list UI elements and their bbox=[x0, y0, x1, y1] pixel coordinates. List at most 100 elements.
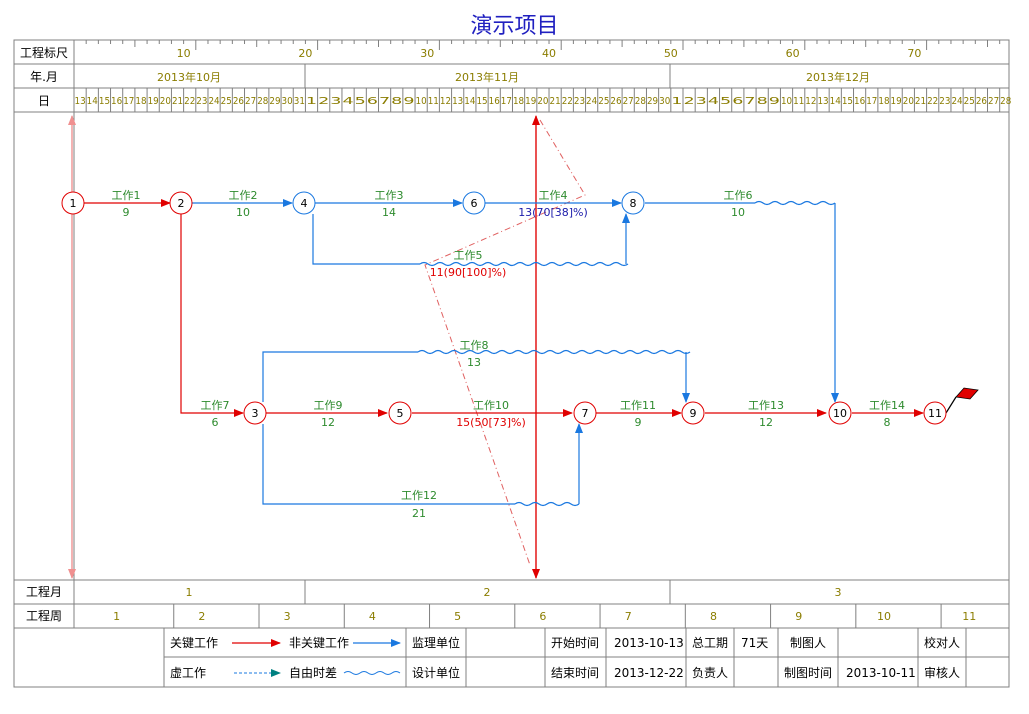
task-labels: 工作1 9 工作2 10 工作3 14 工作4 13(70[38]%) 工作5 … bbox=[112, 189, 906, 520]
legend-noncritical-label: 非关键工作 bbox=[289, 636, 349, 650]
day-label: 4 bbox=[342, 96, 353, 107]
task-duration: 21 bbox=[412, 507, 426, 520]
svg-text:10: 10 bbox=[833, 407, 847, 420]
day-label: 24 bbox=[586, 96, 597, 107]
day-label: 18 bbox=[878, 96, 889, 107]
day-label: 24 bbox=[951, 96, 962, 107]
day-label: 28 bbox=[1000, 96, 1011, 107]
wave-task8 bbox=[417, 349, 691, 355]
day-label: 9 bbox=[403, 96, 414, 107]
month-label-nov: 2013年11月 bbox=[455, 70, 519, 84]
scale-label: 50 bbox=[664, 47, 678, 60]
scale-label: 60 bbox=[786, 47, 800, 60]
scale-row-label: 工程标尺 bbox=[20, 45, 68, 60]
node-8[interactable]: 8 bbox=[621, 191, 645, 215]
day-label: 17 bbox=[501, 96, 512, 107]
day-label: 5 bbox=[720, 96, 731, 107]
grid-frame bbox=[13, 39, 1010, 688]
day-label: 26 bbox=[976, 96, 987, 107]
day-label: 27 bbox=[988, 96, 999, 107]
node-10[interactable]: 10 bbox=[828, 401, 852, 425]
task-duration: 6 bbox=[212, 416, 219, 429]
day-label: 1 bbox=[671, 96, 682, 107]
day-label: 18 bbox=[135, 96, 146, 107]
arrow-task8 bbox=[262, 351, 418, 402]
day-label: 25 bbox=[598, 96, 609, 107]
day-label: 28 bbox=[635, 96, 646, 107]
day-label: 23 bbox=[939, 96, 950, 107]
task-name: 工作9 bbox=[314, 399, 343, 412]
day-label: 11 bbox=[428, 96, 439, 107]
node-9[interactable]: 9 bbox=[681, 401, 705, 425]
svg-text:7: 7 bbox=[582, 407, 589, 420]
task-duration: 15(50[73]%) bbox=[456, 416, 526, 429]
reviewer-label: 审核人 bbox=[924, 665, 960, 680]
week-label: 5 bbox=[454, 610, 461, 623]
finish-flag-pole bbox=[945, 396, 957, 414]
day-label: 21 bbox=[172, 96, 183, 107]
task-duration: 10 bbox=[731, 206, 745, 219]
day-label: 5 bbox=[355, 96, 366, 107]
project-month: 3 bbox=[835, 586, 842, 599]
svg-text:3: 3 bbox=[252, 407, 259, 420]
task-name: 工作7 bbox=[201, 399, 230, 412]
svg-text:2: 2 bbox=[178, 197, 185, 210]
week-label: 3 bbox=[284, 610, 291, 623]
day-label: 16 bbox=[489, 96, 500, 107]
task-duration: 11(90[100]%) bbox=[430, 266, 507, 279]
week-label: 1 bbox=[113, 610, 120, 623]
day-label: 8 bbox=[391, 96, 402, 107]
svg-text:8: 8 bbox=[630, 197, 637, 210]
week-label: 7 bbox=[625, 610, 632, 623]
day-label: 29 bbox=[269, 96, 280, 107]
day-label: 16 bbox=[111, 96, 122, 107]
day-label: 3 bbox=[330, 96, 341, 107]
week-label: 10 bbox=[877, 610, 891, 623]
day-label: 23 bbox=[574, 96, 585, 107]
day-label: 30 bbox=[659, 96, 670, 107]
arrow-task5 bbox=[312, 214, 420, 265]
legend-virtual-label: 虚工作 bbox=[170, 666, 206, 680]
arrow-task7 bbox=[180, 214, 244, 417]
month-row-label: 年.月 bbox=[30, 70, 58, 84]
scale-label: 40 bbox=[542, 47, 556, 60]
day-label: 9 bbox=[769, 96, 780, 107]
scale-label: 30 bbox=[420, 47, 434, 60]
start-time-value: 2013-10-13 bbox=[614, 636, 684, 650]
task-duration: 10 bbox=[236, 206, 250, 219]
owner-label: 负责人 bbox=[692, 666, 728, 680]
day-label: 23 bbox=[196, 96, 207, 107]
day-label: 27 bbox=[623, 96, 634, 107]
node-3[interactable]: 3 bbox=[243, 401, 267, 425]
day-label: 22 bbox=[184, 96, 195, 107]
day-label: 1 bbox=[306, 96, 317, 107]
week-label: 9 bbox=[795, 610, 802, 623]
task-name: 工作12 bbox=[401, 489, 437, 502]
task-name: 工作2 bbox=[229, 189, 258, 202]
svg-text:11: 11 bbox=[928, 407, 942, 420]
task-name: 工作8 bbox=[460, 339, 489, 352]
node-4[interactable]: 4 bbox=[292, 191, 316, 215]
week-label: 8 bbox=[710, 610, 717, 623]
day-label: 11 bbox=[793, 96, 804, 107]
node-1[interactable]: 1 bbox=[61, 191, 85, 215]
node-11[interactable]: 11 bbox=[923, 401, 947, 425]
svg-text:1: 1 bbox=[70, 197, 77, 210]
finish-flag-icon bbox=[955, 387, 979, 400]
day-label: 28 bbox=[257, 96, 268, 107]
day-label: 22 bbox=[562, 96, 573, 107]
node-5[interactable]: 5 bbox=[388, 401, 412, 425]
day-label: 14 bbox=[464, 96, 475, 107]
node-2[interactable]: 2 bbox=[169, 191, 193, 215]
day-label: 20 bbox=[160, 96, 171, 107]
week-label: 6 bbox=[539, 610, 546, 623]
task-duration: 13(70[38]%) bbox=[518, 206, 588, 219]
day-label: 15 bbox=[476, 96, 487, 107]
legend-designer-label: 设计单位 bbox=[412, 665, 460, 680]
node-6[interactable]: 6 bbox=[462, 191, 486, 215]
day-label: 12 bbox=[805, 96, 816, 107]
day-label: 26 bbox=[610, 96, 621, 107]
node-7[interactable]: 7 bbox=[573, 401, 597, 425]
